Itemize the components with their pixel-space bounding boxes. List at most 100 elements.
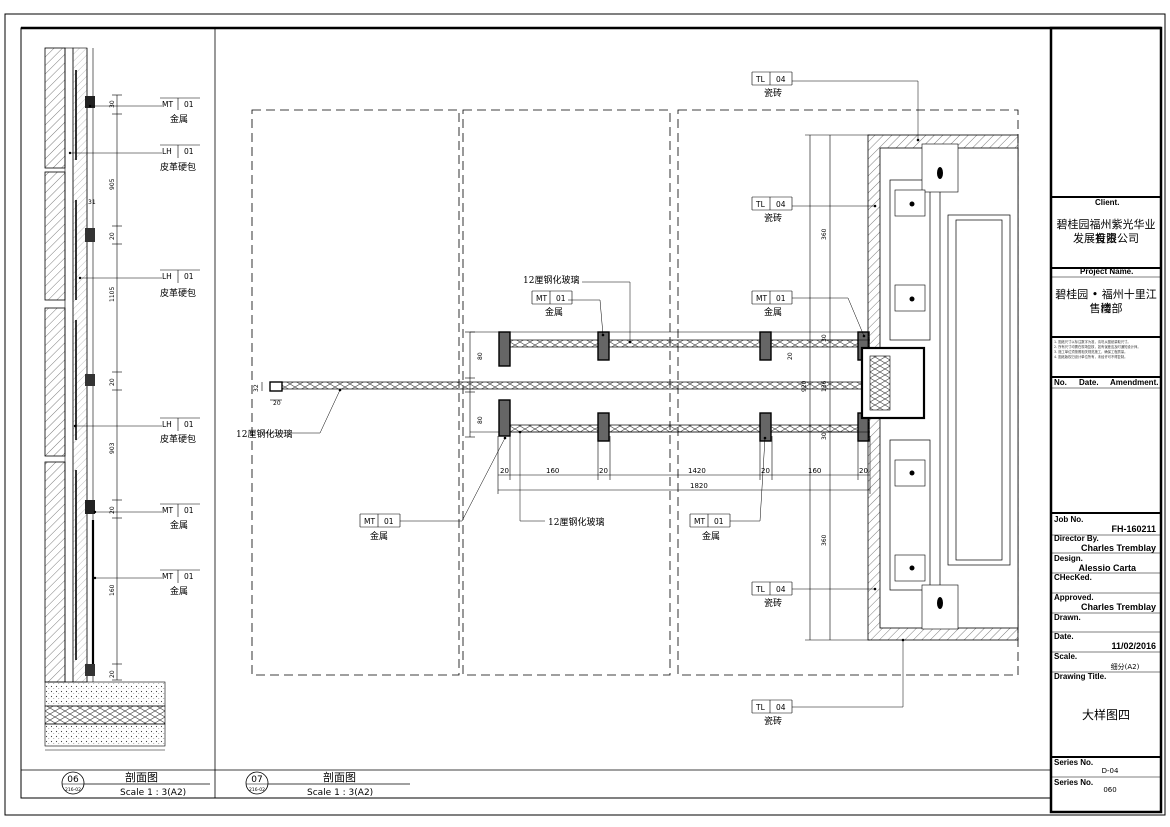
tag-code: TL: [755, 200, 766, 209]
dim-text: 903: [109, 442, 116, 454]
tag-num: 01: [184, 506, 194, 515]
project-name-line2: 售楼部: [1089, 302, 1123, 315]
tag-num: 01: [184, 572, 194, 581]
dim-text: 20: [761, 467, 770, 475]
note-line: 2. 所有尺寸均需在现场复核，如有误差应及时通知设计师。: [1054, 345, 1141, 349]
view-number: 07: [251, 775, 262, 785]
dim-text: 1420: [688, 467, 706, 475]
tag-code: TL: [755, 703, 766, 712]
glass-label: 12厘钢化玻璃: [236, 428, 292, 440]
dim-text: 20: [599, 467, 608, 475]
design-value: Alessio Carta: [1078, 563, 1136, 573]
checked-label: CHecKed.: [1054, 573, 1092, 582]
tag-label: 金属: [764, 306, 782, 318]
scale-label: Scale.: [1054, 652, 1078, 661]
note-line: 3. 施工单位须按照相关规范施工，确保工程质量。: [1054, 350, 1128, 354]
client-name-line1: 碧桂园福州紫光华业投资: [1056, 218, 1156, 245]
director-value: Charles Tremblay: [1080, 543, 1156, 553]
tag-label: 金属: [170, 519, 188, 531]
dim-text: 136: [821, 380, 828, 392]
project-name-line1: 碧桂园 • 福州十里江湾: [1055, 288, 1157, 315]
view-caption-07: 07 216-02 剖面图 Scale 1 : 3(A2): [245, 770, 410, 798]
amendment-column-label: Amendment.: [1110, 378, 1159, 387]
client-label: Client.: [1095, 198, 1120, 207]
drawing-title-value: 大样图四: [1081, 708, 1130, 722]
glass-panel-bottom: [499, 424, 863, 433]
date-value: 11/02/2016: [1111, 641, 1156, 651]
dim-text: 905: [109, 178, 116, 190]
tag-code: MT: [536, 294, 547, 303]
dim-text: 80: [477, 352, 484, 360]
view-number: 06: [67, 775, 79, 785]
approved-label: Approved.: [1054, 593, 1094, 602]
tag-code: TL: [755, 75, 766, 84]
tag-label: 皮革硬包: [160, 161, 196, 173]
title-block-lines: [1051, 196, 1161, 778]
main-material-tags: TL 04 瓷砖 TL 04 瓷砖 MT 01 金属 MT 01 金属 MT 0…: [359, 71, 793, 727]
tag-num: 04: [776, 703, 786, 712]
client-name-line2: 发展有限公司: [1073, 232, 1139, 245]
dim-text: 80: [477, 416, 484, 424]
frame-bold: [1049, 26, 1163, 814]
design-label: Design.: [1054, 554, 1083, 563]
tag-code: MT: [162, 506, 173, 515]
drawing-title-label: Drawing Title.: [1054, 672, 1107, 681]
note-line: 1. 图纸尺寸以标注数字为准，请勿从图纸量取尺寸。: [1054, 340, 1131, 344]
tag-label: 金属: [370, 530, 388, 542]
tag-num: 01: [184, 100, 194, 109]
tag-num: 04: [776, 75, 786, 84]
dim-text: 160: [546, 467, 559, 475]
director-label: Director By.: [1054, 534, 1099, 543]
dim-text: 360: [821, 228, 828, 240]
left-material-tags: MT 01 金属 LH 01 皮革硬包 LH 01 皮革硬包 LH 01 皮革硬…: [68, 97, 200, 597]
series-no2-label: Series No.: [1054, 778, 1094, 787]
dim-text: 920: [801, 380, 808, 392]
dim-text: 20: [787, 352, 794, 360]
tag-label: 金属: [545, 306, 563, 318]
dim-text: 1105: [109, 287, 116, 302]
job-no-label: Job No.: [1054, 515, 1084, 524]
tag-label: 瓷砖: [764, 715, 782, 727]
tag-num: 01: [184, 147, 194, 156]
tag-num: 04: [776, 200, 786, 209]
tag-num: 01: [776, 294, 786, 303]
approved-value: Charles Tremblay: [1080, 602, 1156, 612]
project-label: Project Name.: [1080, 267, 1134, 276]
tag-label: 瓷砖: [764, 597, 782, 609]
no-column-label: No.: [1054, 378, 1067, 387]
glass-label: 12厘钢化玻璃: [523, 274, 579, 286]
tag-num: 01: [714, 517, 724, 526]
dim-text: 20: [109, 378, 116, 386]
tag-code: LH: [162, 147, 172, 156]
view-name: 剖面图: [125, 770, 158, 784]
tag-label: 瓷砖: [764, 212, 782, 224]
view-caption-06: 06 216-02 剖面图 Scale 1 : 3(A2): [61, 770, 210, 798]
note-line: 4. 图纸版权归设计单位所有，未经许可不得复制。: [1054, 355, 1128, 359]
view-scale: Scale 1 : 3(A2): [307, 788, 373, 798]
glass-panel-top: [499, 339, 863, 348]
dim-text: 360: [821, 534, 828, 546]
view-scale: Scale 1 : 3(A2): [120, 788, 186, 798]
dim-text: 20: [500, 467, 509, 475]
dim-text: 20: [109, 232, 116, 240]
dim-text: 20: [109, 670, 116, 678]
dim-text: 160: [109, 584, 116, 596]
main-leaders: [260, 80, 919, 708]
glass-label: 12厘钢化玻璃: [548, 516, 604, 528]
tag-label: 皮革硬包: [160, 433, 196, 445]
scale-value: 细分(A2): [1110, 663, 1140, 671]
dim-text: 1820: [690, 482, 708, 490]
general-notes: 1. 图纸尺寸以标注数字为准，请勿从图纸量取尺寸。 2. 所有尺寸均需在现场复核…: [1054, 340, 1158, 360]
tag-label: 瓷砖: [764, 87, 782, 99]
tag-num: 01: [384, 517, 394, 526]
view-ref: 216-02: [65, 787, 81, 793]
tag-num: 01: [184, 272, 194, 281]
dim-text: 30: [821, 334, 828, 342]
tag-label: 金属: [170, 585, 188, 597]
series-no-value: D-04: [1101, 767, 1119, 775]
section-view-07: 80 80: [251, 109, 1019, 676]
tag-code: MT: [162, 100, 173, 109]
glass-panel-center: [269, 381, 868, 390]
series-no2-value: 060: [1103, 786, 1117, 794]
